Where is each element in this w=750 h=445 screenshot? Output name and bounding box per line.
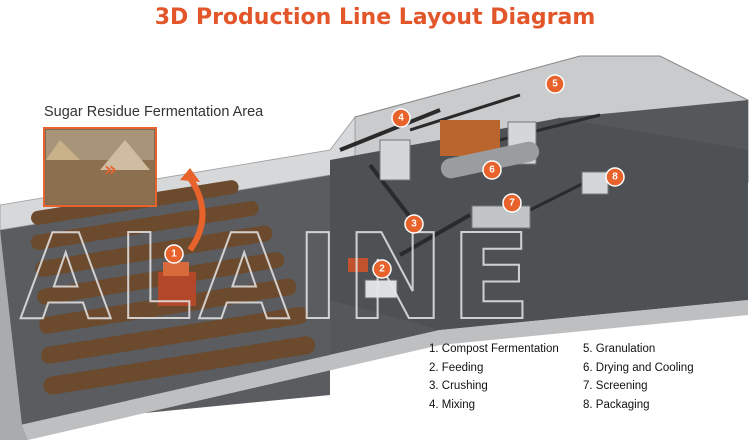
compost-turner (158, 262, 196, 306)
windrow (41, 306, 309, 364)
legend-item: 6. Drying and Cooling (583, 361, 694, 374)
step-badge-4: 4 (391, 108, 411, 128)
step-badge-2: 2 (372, 259, 392, 279)
svg-text:8: 8 (612, 172, 618, 183)
svg-text:6: 6 (489, 165, 495, 176)
svg-text:4: 4 (398, 113, 404, 124)
windrow (43, 336, 316, 395)
legend-item: 4. Mixing (429, 398, 476, 411)
svg-text:1: 1 (171, 249, 177, 260)
step-badge-5: 5 (545, 74, 565, 94)
svg-text:2: 2 (379, 264, 385, 275)
svg-text:7: 7 (509, 198, 515, 209)
front-wall (20, 300, 748, 440)
step-badge-1: 1 (164, 244, 184, 264)
step-badge-8: 8 (605, 167, 625, 187)
legend-item: 7. Screening (583, 380, 648, 392)
legend-item: 3. Crushing (429, 380, 488, 392)
svg-text:5: 5 (552, 79, 558, 90)
legend-item: 8. Packaging (583, 398, 650, 411)
legend-item: 5. Granulation (583, 343, 656, 355)
left-wall (0, 230, 28, 440)
production-room-floor (330, 118, 748, 330)
watermark: ALAINE (20, 208, 537, 346)
step-badge-7: 7 (502, 193, 522, 213)
windrow (39, 278, 297, 334)
legend-item: 2. Feeding (429, 361, 484, 374)
svg-text:3: 3 (411, 219, 417, 230)
legend-right: 5. Granulation 6. Drying and Cooling 7. … (583, 340, 694, 414)
inset-photo: » (43, 127, 157, 207)
page-title: 3D Production Line Layout Diagram (154, 5, 596, 30)
step-badge-3: 3 (404, 214, 424, 234)
production-equipment (339, 93, 609, 299)
legend-left: 1. Compost Fermentation 2. Feeding 3. Cr… (429, 340, 559, 414)
chevron-right-icon: » (104, 157, 117, 181)
windrow (35, 225, 273, 277)
curved-arrow-icon (180, 168, 206, 252)
legend-item: 1. Compost Fermentation (429, 343, 559, 355)
inset-label: Sugar Residue Fermentation Area (44, 104, 264, 120)
step-badge-6: 6 (482, 160, 502, 180)
